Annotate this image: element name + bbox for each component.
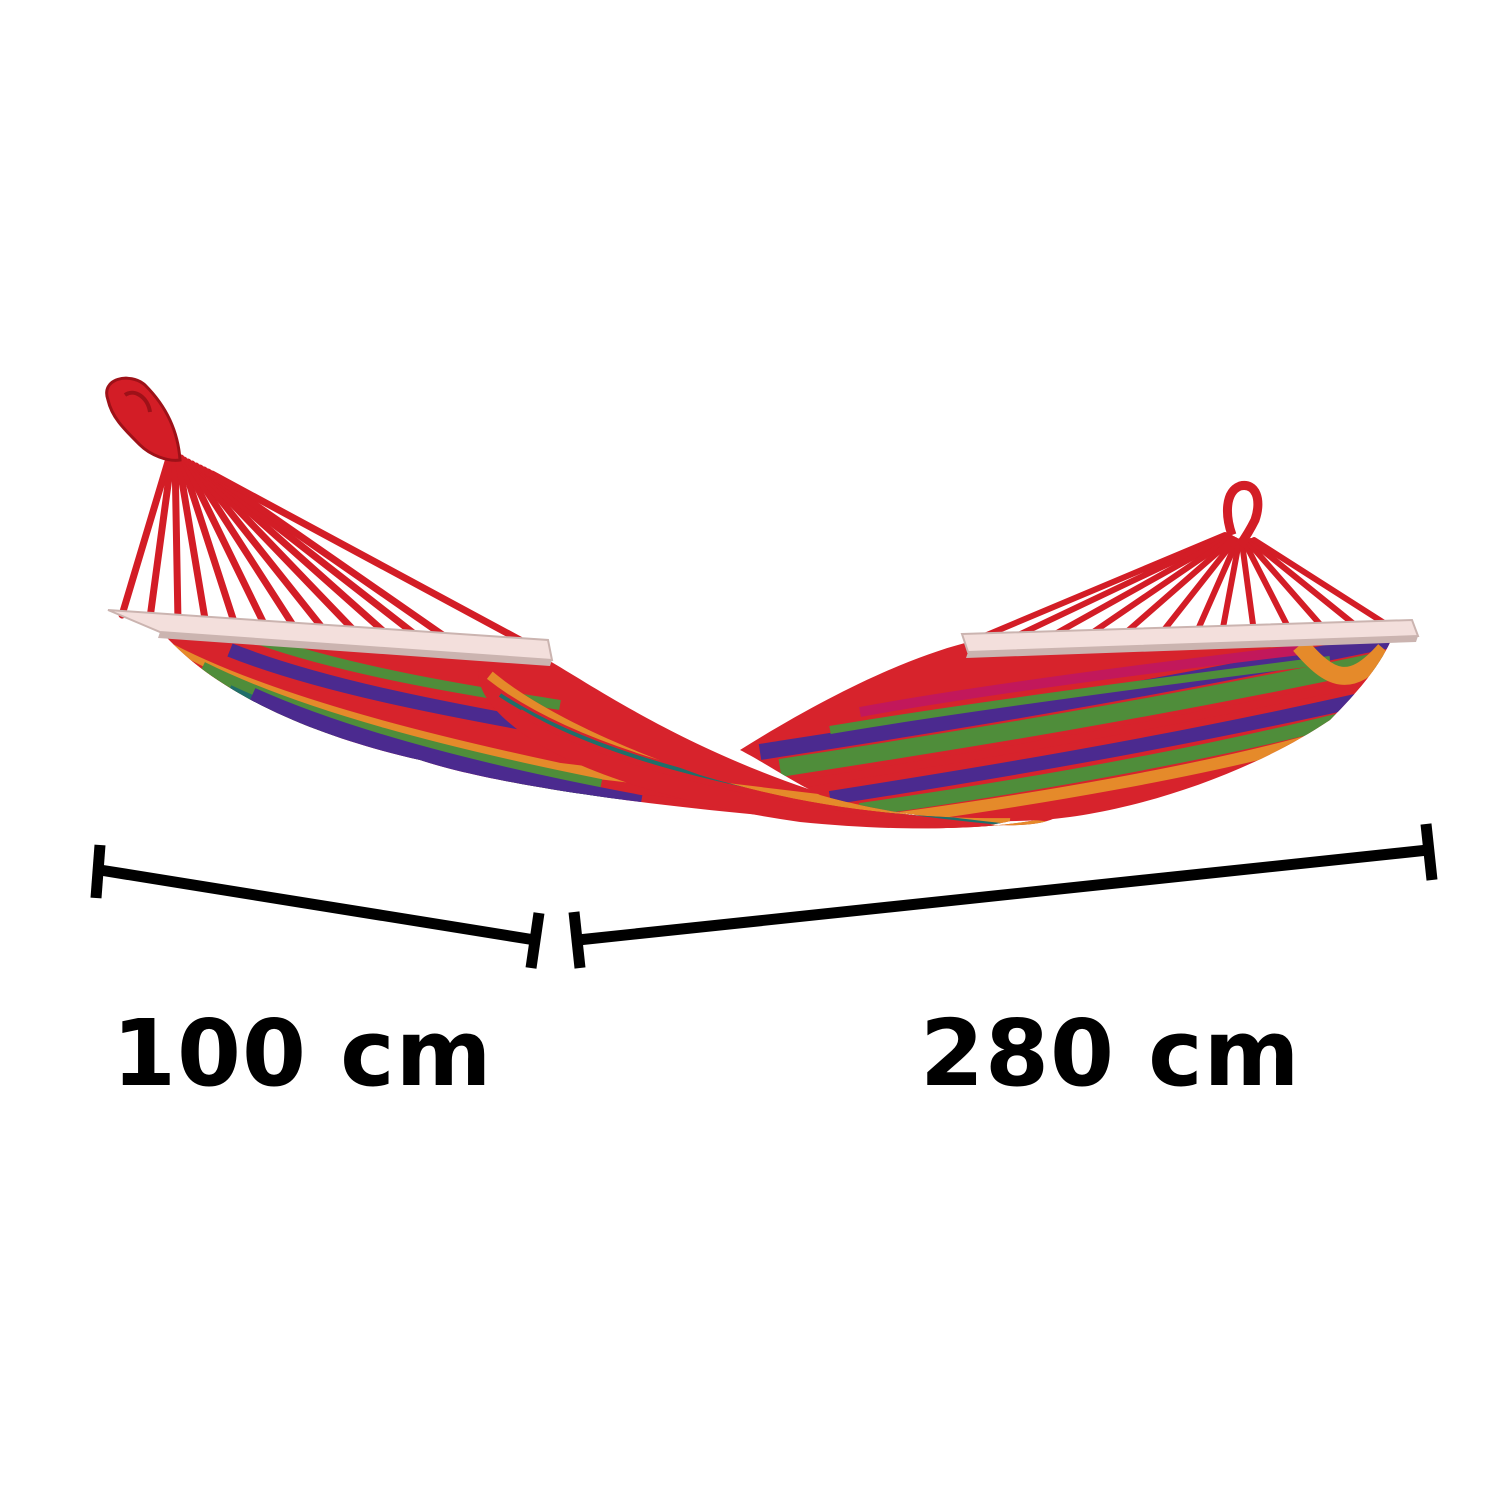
length-dimension-label: 280 cm	[920, 1000, 1300, 1107]
width-dimension-label: 100 cm	[112, 1000, 492, 1107]
length-dimension-line	[568, 823, 1438, 969]
left-hanging-loop	[105, 376, 182, 462]
right-hanging-loop	[1223, 481, 1263, 548]
left-spreader-bar	[107, 609, 554, 666]
left-rope-bundle	[118, 451, 524, 658]
right-rope-bundle	[972, 532, 1395, 643]
right-spreader-bar	[960, 618, 1420, 658]
width-dimension-line	[90, 844, 545, 969]
